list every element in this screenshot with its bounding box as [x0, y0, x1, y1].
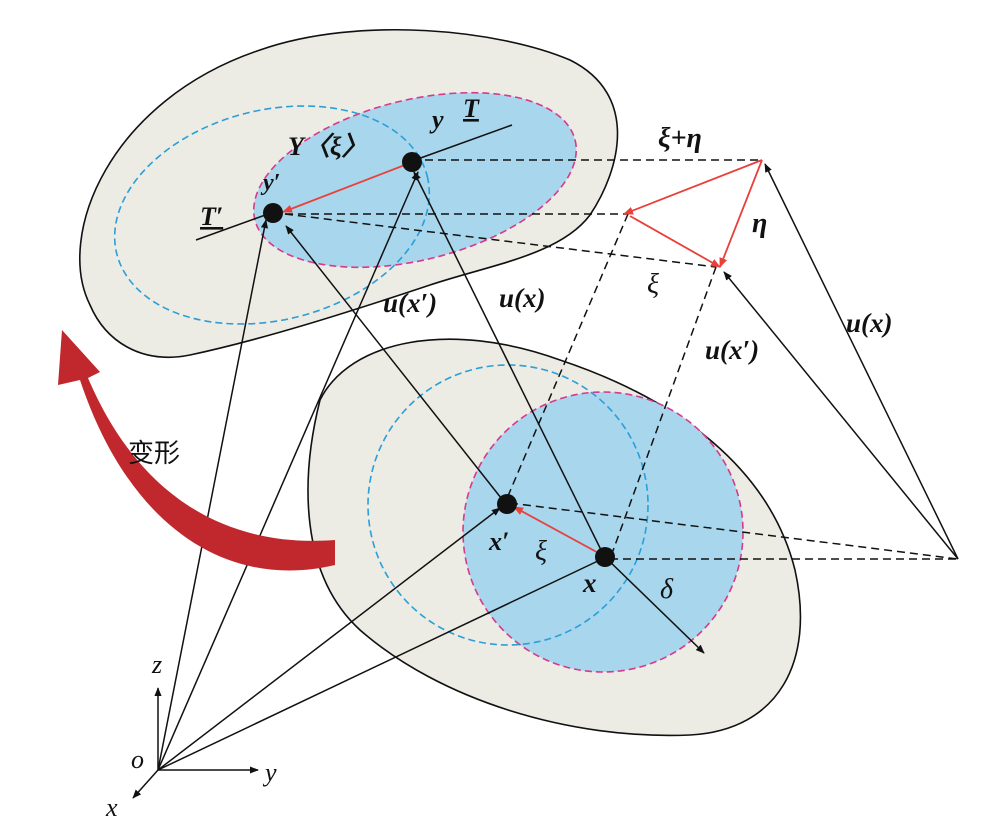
label-axis-y: y: [262, 758, 277, 787]
point-x-prime: [497, 494, 517, 514]
coordinate-axes: [132, 687, 259, 799]
axis-x: [132, 769, 159, 799]
reference-family-boundary: [367, 364, 649, 646]
label-Y-state: Y〈ξ〉: [288, 132, 368, 161]
label-axis-z: z: [151, 650, 162, 679]
label-u-x-prime-right: u(x′): [705, 335, 759, 365]
label-origin: o: [131, 745, 144, 774]
point-y: [402, 152, 422, 172]
label-deform: 变形: [128, 439, 180, 469]
bond-xi-reference: [513, 506, 605, 557]
label-x-prime: x′: [488, 527, 509, 556]
bond-xi-plus-eta: [623, 159, 763, 215]
deformation-arrow: [58, 330, 335, 571]
label-T: T: [463, 94, 480, 123]
label-eta: η: [752, 208, 767, 239]
label-y: y: [429, 105, 444, 134]
deformed-family-boundary: [113, 105, 431, 325]
label-xi: ξ: [647, 269, 659, 300]
bond-eta: [719, 159, 763, 268]
construction-lines: [284, 159, 959, 560]
bond-vectors: [282, 159, 763, 557]
label-y-prime: y′: [260, 170, 280, 196]
label-xi-plus-eta: ξ+η: [658, 123, 702, 154]
label-x: x: [582, 568, 597, 598]
point-y-prime: [263, 203, 283, 223]
vectors: [157, 124, 959, 771]
label-u-x-prime-upper: u(x′): [383, 288, 437, 318]
bond-xi: [629, 215, 721, 268]
label-xi-reference: ξ: [535, 536, 547, 567]
label-delta: δ: [660, 574, 674, 605]
label-axis-x: x: [105, 793, 118, 822]
point-x: [595, 547, 615, 567]
label-T-prime: T′: [200, 202, 223, 231]
label-u-x-right: u(x): [846, 308, 893, 338]
bond-Y-deformed: [282, 162, 411, 213]
label-u-x-upper: u(x): [499, 283, 546, 313]
